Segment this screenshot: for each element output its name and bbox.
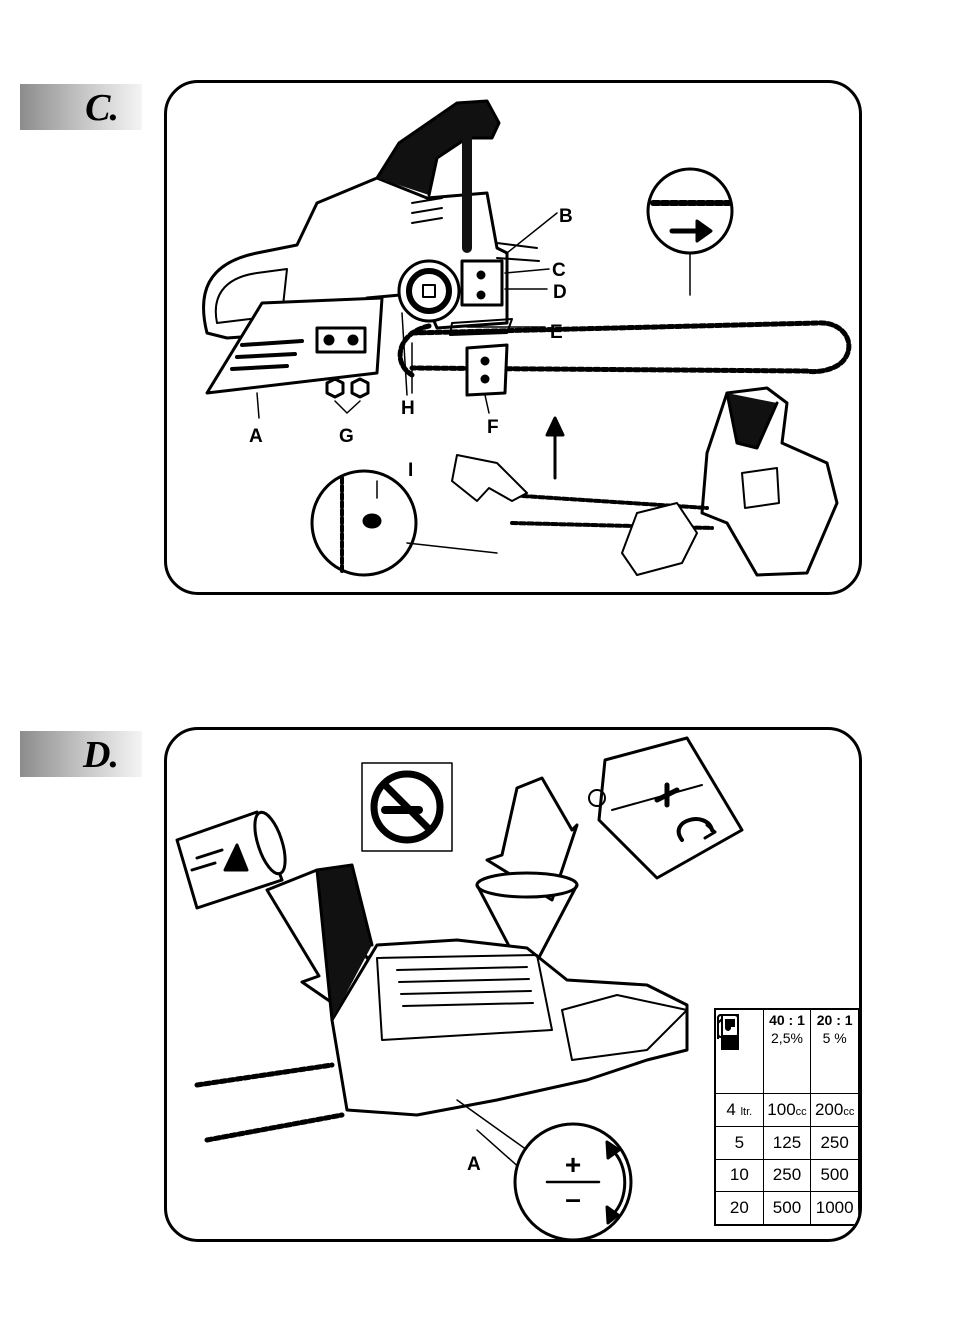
table-row: 10 250 500 (715, 1158, 859, 1193)
label-g: G (339, 426, 354, 447)
adjust-minus-label: – (565, 1183, 581, 1214)
side-cover-icon (205, 296, 384, 395)
oil-20-cell: 250 (810, 1125, 859, 1160)
ratio-40-label: 40 : 1 (769, 1012, 805, 1028)
section-tab-c-label: C. (85, 87, 119, 129)
label-c: C (552, 260, 566, 281)
label-a: A (249, 426, 263, 447)
bar-icon (397, 320, 852, 378)
glove-icon (451, 454, 698, 576)
section-tab-d-label: D. (83, 734, 119, 776)
figure-d-illustration: + – A (175, 736, 744, 1239)
chain-oil-can-icon (175, 810, 287, 910)
oil-20-cell: 1000 (810, 1191, 859, 1225)
oil-can-20-icon (717, 1014, 739, 1038)
fuel-mix-can-icon (588, 736, 744, 880)
oil-40-cell: 500 (762, 1191, 812, 1225)
chainsaw-icon-2 (505, 386, 839, 577)
section-tab-d: D. (20, 731, 142, 777)
adjust-plus-label: + (565, 1149, 581, 1180)
label-d: D (553, 282, 567, 303)
oil-20-cell: 200cc (810, 1093, 859, 1127)
ratio-40-cell: 40 : 1 2,5% (717, 1009, 812, 1094)
figure-d-panel: + – A 40 : 1 (164, 727, 862, 1242)
section-tab-c: C. (20, 84, 142, 130)
label-a-d: A (467, 1154, 481, 1175)
oil-adjust-icon (513, 1122, 633, 1239)
ratio-20-cell: 20 : 1 5 % (717, 1009, 859, 1094)
percent-40-label: 2,5% (771, 1030, 803, 1046)
oil-40-cell: 250 (762, 1158, 812, 1193)
ratio-20-label: 20 : 1 (816, 1012, 853, 1028)
chainsaw-top-icon (315, 863, 689, 1117)
table-row: 5 125 250 (715, 1125, 859, 1160)
chain-direction-icon (646, 167, 734, 296)
figure-c-panel: B C D E H A G F I (164, 80, 862, 595)
fuel-cell: 20 (715, 1191, 764, 1225)
label-f: F (487, 417, 499, 438)
table-row: 4 ltr. 100cc 200cc (715, 1093, 859, 1127)
table-row: 20 500 1000 (715, 1191, 859, 1225)
fuel-mix-table: 40 : 1 2,5% 20 : 1 5 % 4 (714, 1008, 859, 1226)
figure-c-illustration: B C D E H A G F I (202, 99, 852, 577)
fuel-cell: 4 ltr. (715, 1093, 764, 1127)
label-e: E (550, 322, 563, 343)
fuel-cell: 10 (715, 1158, 764, 1193)
oil-20-cell: 500 (810, 1158, 859, 1193)
no-smoking-icon (361, 762, 453, 852)
chain-tension-magnifier-icon (310, 469, 498, 577)
label-i: I (408, 460, 413, 481)
oil-40-cell: 125 (762, 1125, 812, 1160)
fuel-pump-cell (715, 1009, 764, 1094)
fuel-cell: 5 (715, 1125, 764, 1160)
percent-20-label: 5 % (822, 1030, 847, 1046)
oil-40-cell: 100cc (762, 1093, 812, 1127)
label-h: H (401, 398, 415, 419)
label-b: B (559, 206, 573, 227)
